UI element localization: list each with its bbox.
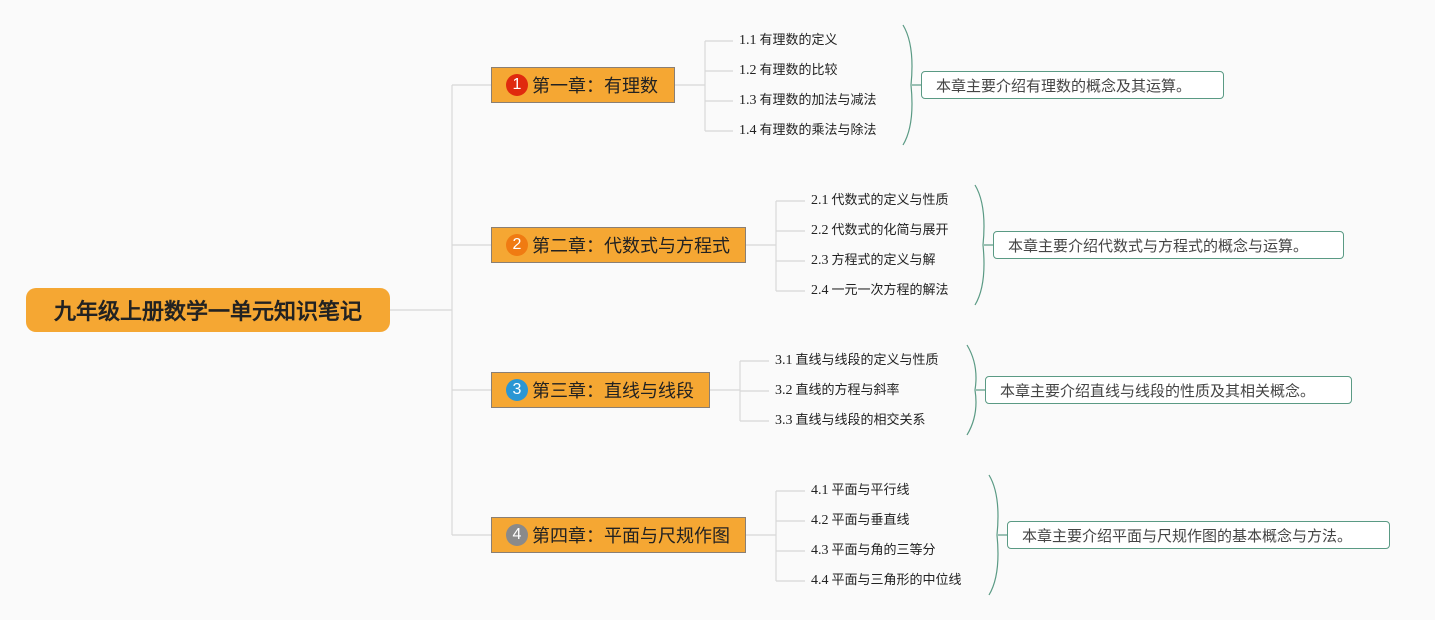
chapter-number-badge: 4 — [506, 524, 528, 546]
section-number: 4.1 — [811, 483, 829, 498]
summary-text: 本章主要介绍代数式与方程式的概念与运算。 — [1008, 236, 1309, 255]
section-title: 有理数的乘法与除法 — [759, 123, 877, 138]
section-number: 2.2 — [811, 223, 829, 238]
section-title: 平面与角的三等分 — [831, 543, 936, 558]
section-number: 4.3 — [811, 543, 829, 558]
section-number: 4.4 — [811, 573, 829, 588]
summary-bracket — [988, 474, 999, 596]
section-number: 1.2 — [739, 63, 757, 78]
chapter-summary[interactable]: 本章主要介绍平面与尺规作图的基本概念与方法。 — [1007, 521, 1390, 549]
summary-bracket — [974, 184, 985, 306]
section-number: 3.3 — [775, 413, 793, 428]
chapter-number-badge: 3 — [506, 379, 528, 401]
section-title: 代数式的化简与展开 — [831, 223, 949, 238]
root-node[interactable]: 九年级上册数学一单元知识笔记 — [26, 288, 390, 332]
section-title: 直线的方程与斜率 — [795, 383, 900, 398]
section-number: 1.4 — [739, 123, 757, 138]
chapter-number-badge: 2 — [506, 234, 528, 256]
chapter-label: 第四章：平面与尺规作图 — [532, 526, 730, 547]
section-title: 方程式的定义与解 — [831, 253, 936, 268]
section-title: 平面与三角形的中位线 — [831, 573, 962, 588]
section-number: 4.2 — [811, 513, 829, 528]
section-title: 有理数的加法与减法 — [759, 93, 877, 108]
section-title: 一元一次方程的解法 — [831, 283, 949, 298]
summary-bracket — [966, 344, 977, 436]
summary-text: 本章主要介绍有理数的概念及其运算。 — [936, 76, 1192, 95]
section-number: 1.3 — [739, 93, 757, 108]
chapter-summary[interactable]: 本章主要介绍代数式与方程式的概念与运算。 — [993, 231, 1344, 259]
chapter-number-badge: 1 — [506, 74, 528, 96]
chapter-summary[interactable]: 本章主要介绍有理数的概念及其运算。 — [921, 71, 1224, 99]
chapter-label: 第三章：直线与线段 — [532, 381, 694, 402]
section-number: 3.2 — [775, 383, 793, 398]
summary-bracket — [902, 24, 913, 146]
chapter-label: 第一章：有理数 — [532, 76, 658, 97]
section-title: 平面与平行线 — [831, 483, 910, 498]
section-number: 3.1 — [775, 353, 793, 368]
section-title: 平面与垂直线 — [831, 513, 910, 528]
section-number: 2.1 — [811, 193, 829, 208]
section-title: 代数式的定义与性质 — [831, 193, 949, 208]
section-title: 直线与线段的定义与性质 — [795, 353, 939, 368]
summary-text: 本章主要介绍平面与尺规作图的基本概念与方法。 — [1022, 526, 1353, 545]
section-title: 有理数的定义 — [759, 33, 838, 48]
section-title: 有理数的比较 — [759, 63, 838, 78]
section-number: 2.4 — [811, 283, 829, 298]
chapter-summary[interactable]: 本章主要介绍直线与线段的性质及其相关概念。 — [985, 376, 1352, 404]
chapter-label: 第二章：代数式与方程式 — [532, 236, 730, 257]
section-number: 1.1 — [739, 33, 757, 48]
section-title: 直线与线段的相交关系 — [795, 413, 926, 428]
section-number: 2.3 — [811, 253, 829, 268]
summary-text: 本章主要介绍直线与线段的性质及其相关概念。 — [1000, 381, 1316, 400]
root-title: 九年级上册数学一单元知识笔记 — [53, 300, 362, 325]
